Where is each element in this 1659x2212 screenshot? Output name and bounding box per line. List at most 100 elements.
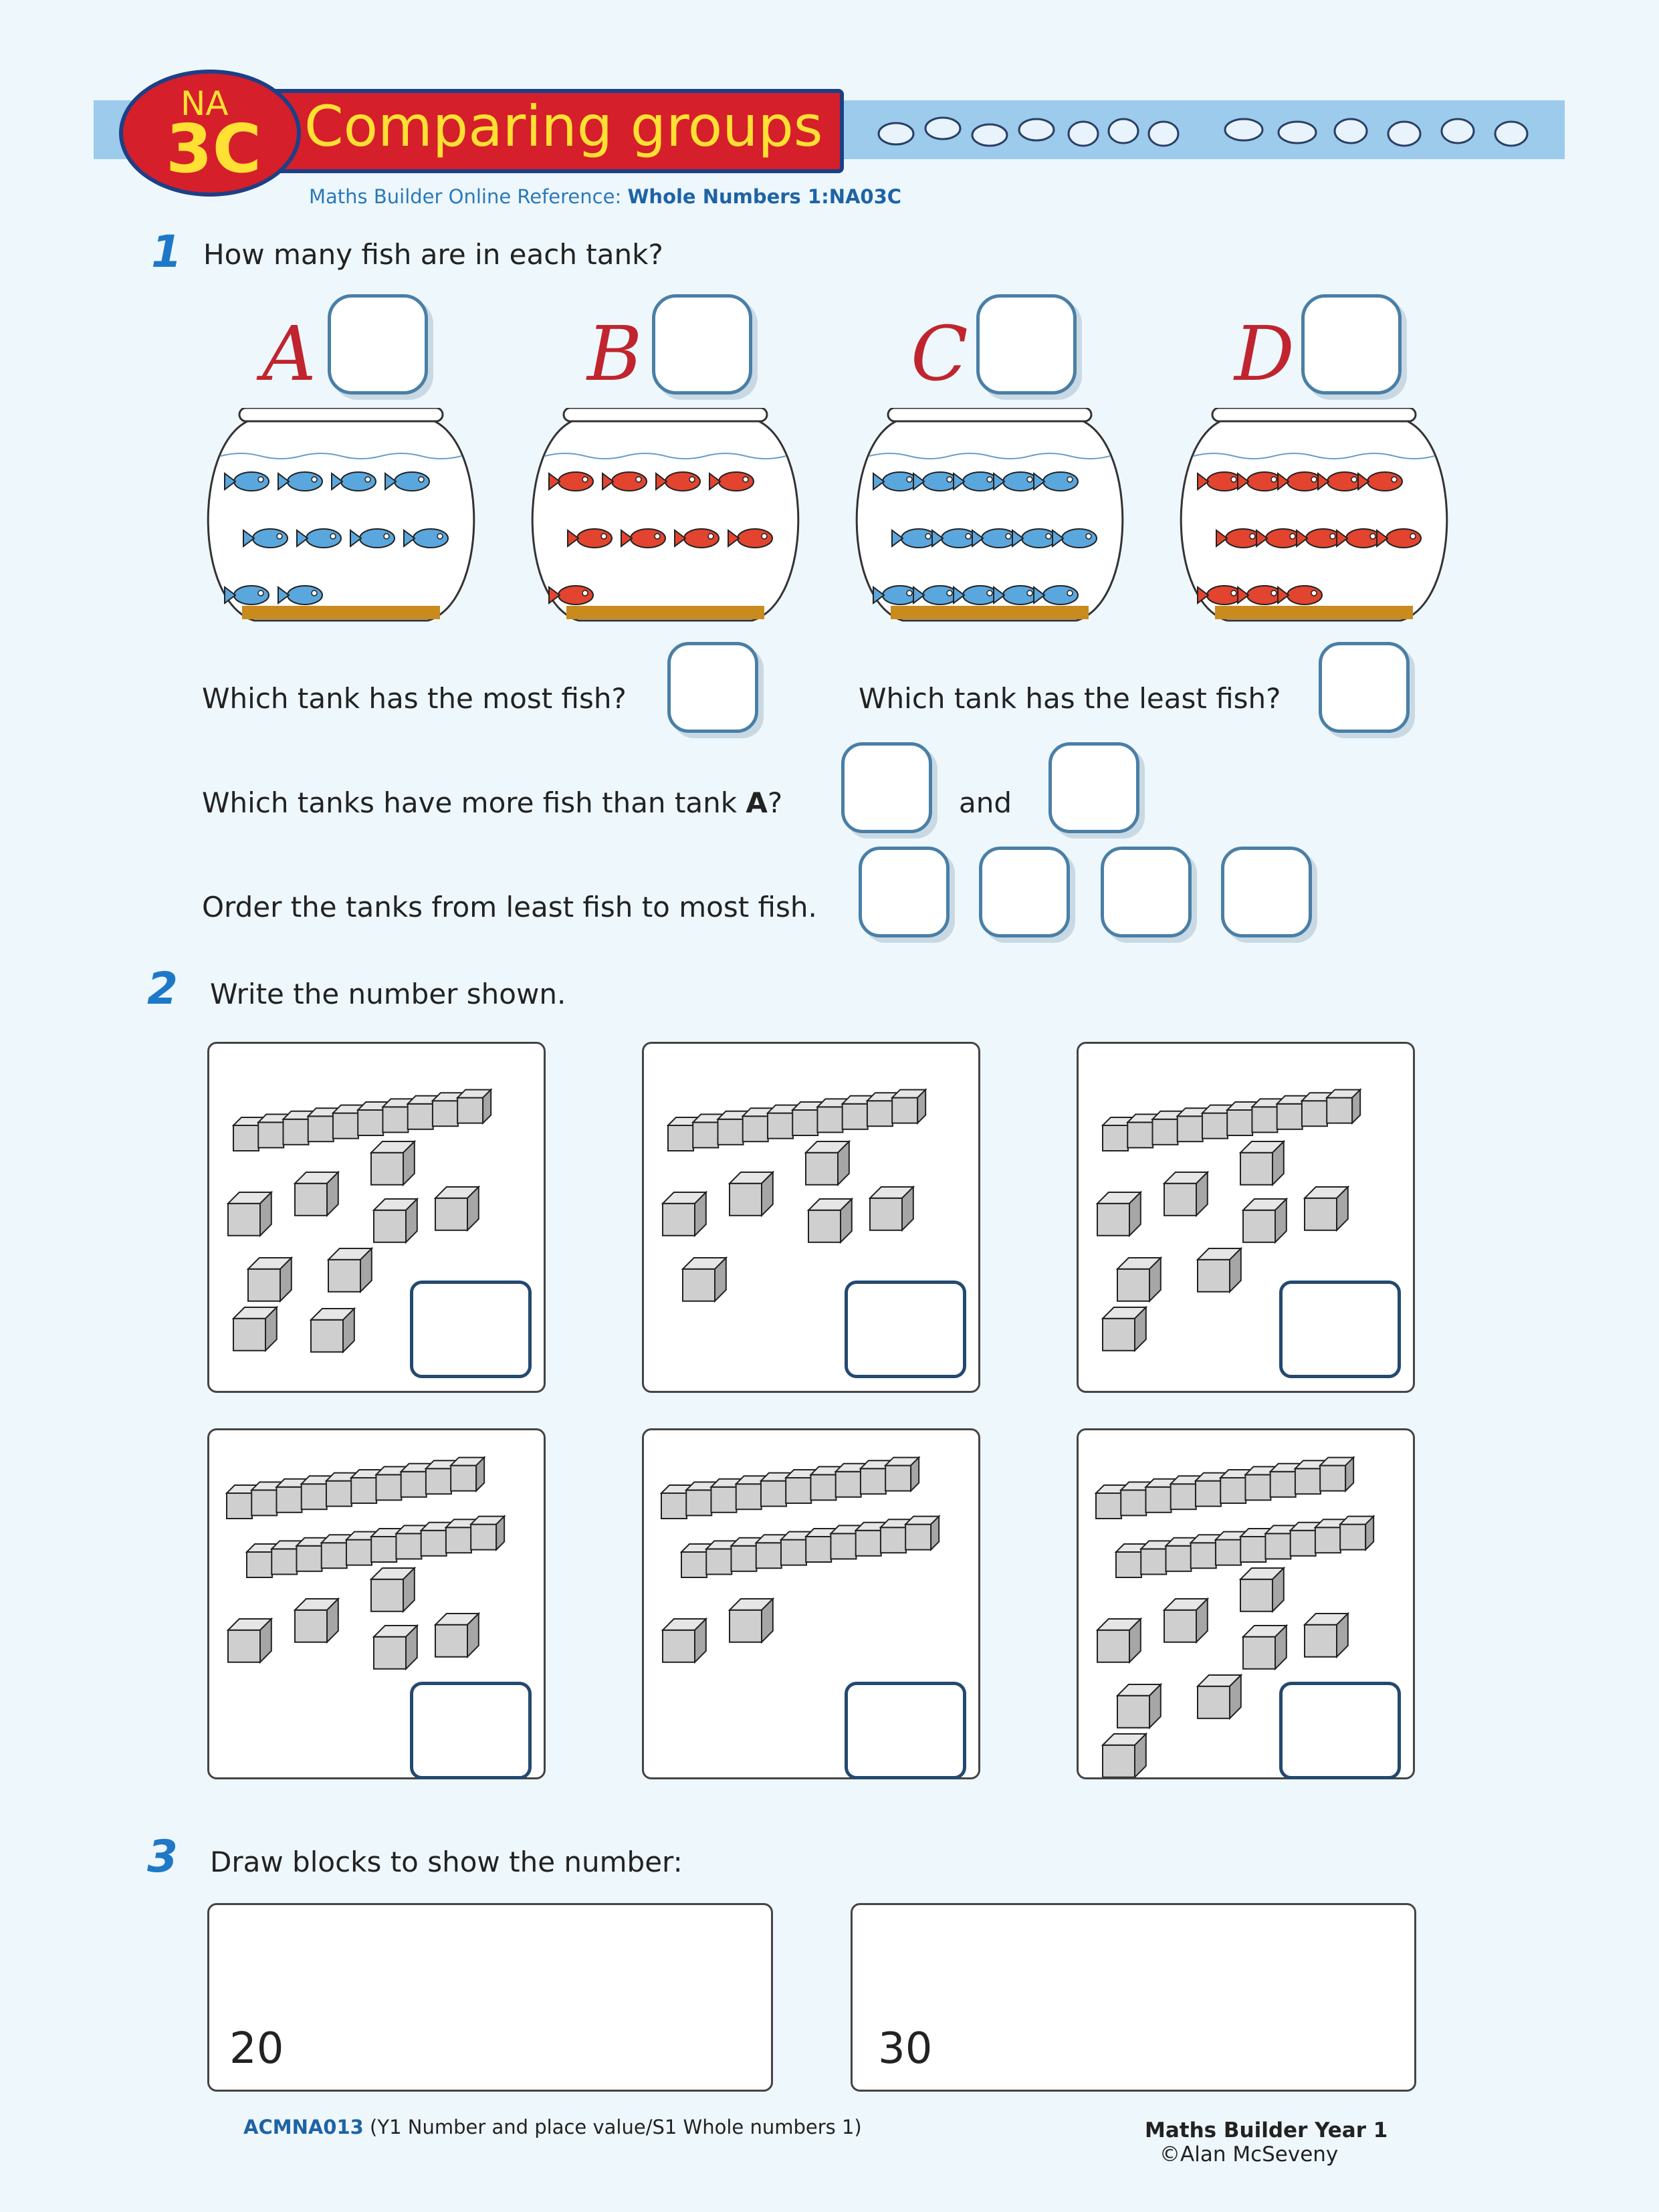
order-box-3[interactable] — [1101, 847, 1192, 937]
fish — [1256, 528, 1301, 548]
tank-bowl — [207, 420, 475, 622]
blocks-drawing-4 — [225, 1456, 506, 1671]
unit-cube — [326, 1246, 374, 1294]
tank-a-count-box[interactable] — [328, 294, 428, 395]
question-3-number: 3 — [147, 1831, 178, 1882]
unit-cube — [728, 1597, 775, 1644]
tank-rim — [562, 408, 768, 423]
badge-strand: NA — [181, 84, 229, 123]
tank-letter-c: C — [911, 311, 968, 398]
unit-badge — [119, 70, 301, 197]
order-box-2[interactable] — [979, 847, 1070, 937]
blocks-answer-box-2[interactable] — [845, 1281, 966, 1378]
copyright: ©Alan McSeveny — [1159, 2142, 1339, 2167]
fish — [224, 585, 269, 605]
more-than-tank: A — [746, 786, 768, 819]
unit-cube — [1101, 1732, 1148, 1777]
tank-b-count-box[interactable] — [652, 294, 752, 395]
reference-code: Whole Numbers 1:NA03C — [627, 185, 902, 208]
tank-letter-a: A — [262, 311, 316, 398]
fish — [655, 471, 701, 491]
more-than-answer-box-2[interactable] — [1048, 742, 1139, 833]
ten-rod — [225, 1456, 486, 1519]
ten-rod — [679, 1515, 941, 1578]
blocks-answer-box-4[interactable] — [410, 1682, 532, 1779]
fish — [567, 528, 613, 548]
blocks-drawing-1 — [226, 1088, 493, 1354]
water-line — [1193, 453, 1435, 459]
question-2-number: 2 — [147, 963, 178, 1014]
water-line — [544, 453, 786, 459]
curriculum-desc: (Y1 Number and place value/S1 Whole numb… — [363, 2116, 862, 2138]
draw-panel-2[interactable]: 30 — [851, 1903, 1416, 2092]
unit-cube — [1095, 1617, 1143, 1664]
fish — [296, 528, 342, 548]
fish — [278, 585, 323, 605]
fish — [224, 471, 269, 491]
unit-cube — [1238, 1139, 1286, 1187]
blocks-answer-box-5[interactable] — [845, 1682, 966, 1779]
question-2-prompt: Write the number shown. — [210, 978, 566, 1010]
unit-cube — [1162, 1170, 1210, 1218]
tank-letter-b: B — [587, 311, 643, 398]
blocks-answer-box-6[interactable] — [1279, 1682, 1401, 1779]
fish — [548, 585, 594, 605]
fish-tank-d — [1180, 408, 1448, 622]
fish — [1033, 471, 1079, 491]
online-reference: Maths Builder Online Reference: Whole Nu… — [309, 185, 901, 208]
water-line — [869, 453, 1111, 459]
fish — [931, 528, 977, 548]
unit-cube — [1162, 1597, 1210, 1644]
title-box — [227, 89, 844, 173]
order-box-1[interactable] — [859, 847, 950, 937]
unit-cube — [661, 1190, 708, 1238]
most-fish-question: Which tank has the most fish? — [202, 682, 627, 715]
unit-cube — [1115, 1682, 1163, 1730]
unit-cube — [246, 1256, 294, 1303]
least-fish-answer-box[interactable] — [1319, 642, 1410, 733]
fish — [709, 471, 754, 491]
unit-cube — [369, 1139, 417, 1187]
fish — [1357, 471, 1403, 491]
fish-tank-a — [207, 408, 475, 622]
unit-cube — [433, 1185, 481, 1232]
order-box-4[interactable] — [1221, 847, 1312, 937]
fish — [913, 585, 958, 605]
fish — [1033, 585, 1079, 605]
unit-cube — [231, 1305, 279, 1353]
fish — [1237, 585, 1283, 605]
tank-rim — [238, 408, 444, 423]
fish — [621, 528, 666, 548]
fish — [1336, 528, 1381, 548]
more-than-answer-box-1[interactable] — [841, 742, 932, 833]
unit-cube — [1115, 1256, 1163, 1303]
page-title: Comparing groups — [304, 94, 823, 159]
birds-decoration — [877, 116, 1529, 147]
badge-code: 3C — [166, 110, 261, 188]
unit-cube — [309, 1307, 356, 1354]
draw-panel-1[interactable]: 20 — [207, 1903, 773, 2092]
most-fish-answer-box[interactable] — [667, 642, 758, 733]
tank-d-count-box[interactable] — [1301, 294, 1402, 395]
blocks-panel-3 — [1077, 1042, 1415, 1393]
tank-c-count-box[interactable] — [976, 294, 1077, 395]
fish — [993, 471, 1038, 491]
fish — [993, 585, 1038, 605]
fish — [891, 528, 937, 548]
and-label: and — [959, 786, 1012, 819]
ten-rod — [1101, 1088, 1362, 1151]
fish-tank-c — [855, 408, 1124, 622]
blocks-answer-box-1[interactable] — [410, 1281, 532, 1378]
blocks-answer-box-3[interactable] — [1279, 1281, 1401, 1378]
fish — [1296, 528, 1341, 548]
unit-cube — [804, 1139, 851, 1187]
unit-cube — [293, 1170, 340, 1218]
fish — [1052, 528, 1097, 548]
blocks-drawing-6 — [1094, 1456, 1375, 1777]
fish — [243, 528, 288, 548]
unit-cube — [1241, 1624, 1289, 1671]
blocks-drawing-3 — [1095, 1088, 1362, 1353]
draw-number-1: 20 — [229, 2024, 284, 2074]
fish — [548, 471, 594, 491]
unit-cube — [369, 1566, 417, 1614]
